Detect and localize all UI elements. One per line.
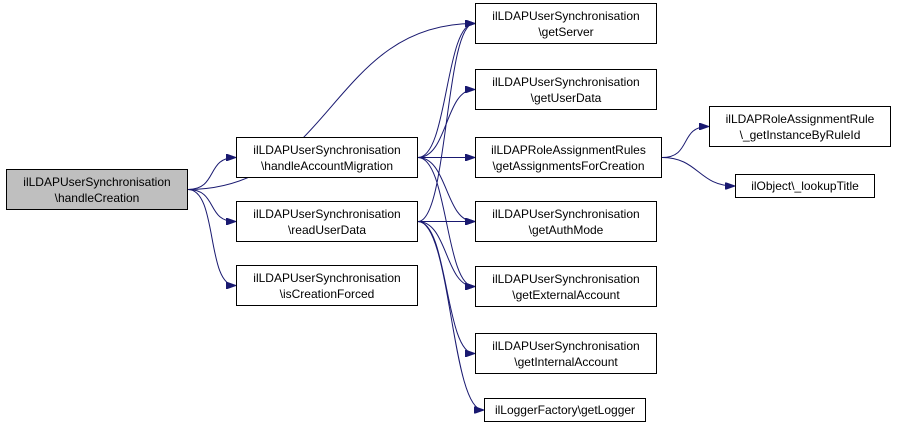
- node-read-user-data[interactable]: ilLDAPUserSynchronisation \readUserData: [236, 201, 418, 242]
- node-line2: \readUserData: [287, 222, 367, 237]
- edge-assignments-to-lookup: [661, 157, 734, 187]
- node-line1: ilLDAPUserSynchronisation: [253, 206, 401, 221]
- edge-root-to-readuser: [187, 189, 235, 222]
- node-line1: ilLDAPUserSynchronisation: [492, 271, 640, 286]
- node-get-assignments-for-creation[interactable]: ilLDAPRoleAssignmentRules \getAssignment…: [475, 137, 662, 178]
- edge-migration-to-getserver: [417, 24, 474, 158]
- node-get-logger[interactable]: ilLoggerFactory\getLogger: [484, 398, 646, 422]
- node-line2: \getAssignmentsForCreation: [492, 158, 645, 173]
- edge-root-to-getserver: [187, 24, 474, 190]
- node-line2: \getAuthMode: [528, 222, 604, 237]
- edge-readuser-to-external: [417, 221, 474, 287]
- node-line2: \handleCreation: [54, 190, 140, 205]
- node-line1: ilLDAPUserSynchronisation: [253, 142, 401, 157]
- node-get-server[interactable]: ilLDAPUserSynchronisation \getServer: [475, 3, 657, 44]
- node-get-internal-account[interactable]: ilLDAPUserSynchronisation \getInternalAc…: [475, 333, 657, 374]
- node-line1: ilLDAPUserSynchronisation: [492, 74, 640, 89]
- node-line1: ilLDAPUserSynchronisation: [492, 8, 640, 23]
- node-handle-account-migration[interactable]: ilLDAPUserSynchronisation \handleAccount…: [236, 137, 418, 178]
- node-line2: \getExternalAccount: [512, 287, 620, 302]
- node-line1: ilObject\_lookupTitle: [751, 179, 859, 193]
- edge-migration-to-authmode: [417, 157, 474, 222]
- edge-readuser-to-getserver: [417, 24, 474, 222]
- edge-root-to-migration: [187, 158, 235, 190]
- node-line2: \getInternalAccount: [514, 354, 618, 369]
- node-line2: \getUserData: [530, 90, 602, 105]
- edge-readuser-to-logger: [417, 221, 483, 411]
- node-line2: \_getInstanceByRuleId: [739, 127, 861, 142]
- node-line1: ilLDAPUserSynchronisation: [23, 174, 171, 189]
- edge-assignments-to-rulebyid: [661, 127, 708, 158]
- node-get-external-account[interactable]: ilLDAPUserSynchronisation \getExternalAc…: [475, 266, 657, 307]
- node-line1: ilLDAPRoleAssignmentRules: [491, 142, 646, 157]
- node-get-instance-by-rule-id[interactable]: ilLDAPRoleAssignmentRule \_getInstanceBy…: [709, 106, 891, 147]
- node-handle-creation[interactable]: ilLDAPUserSynchronisation \handleCreatio…: [6, 169, 188, 210]
- node-line1: ilLDAPUserSynchronisation: [253, 270, 401, 285]
- node-line1: ilLDAPRoleAssignmentRule: [725, 111, 875, 126]
- node-get-user-data[interactable]: ilLDAPUserSynchronisation \getUserData: [475, 69, 657, 110]
- node-line1: ilLDAPUserSynchronisation: [492, 338, 640, 353]
- node-line1: ilLoggerFactory\getLogger: [494, 403, 636, 417]
- node-is-creation-forced[interactable]: ilLDAPUserSynchronisation \isCreationFor…: [236, 265, 418, 306]
- edge-root-to-forced: [187, 189, 235, 286]
- node-line1: ilLDAPUserSynchronisation: [492, 206, 640, 221]
- node-get-auth-mode[interactable]: ilLDAPUserSynchronisation \getAuthMode: [475, 201, 657, 242]
- node-lookup-title[interactable]: ilObject\_lookupTitle: [735, 174, 875, 198]
- node-line2: \getServer: [538, 24, 594, 39]
- node-line2: \handleAccountMigration: [260, 158, 394, 173]
- node-line2: \isCreationForced: [279, 286, 375, 301]
